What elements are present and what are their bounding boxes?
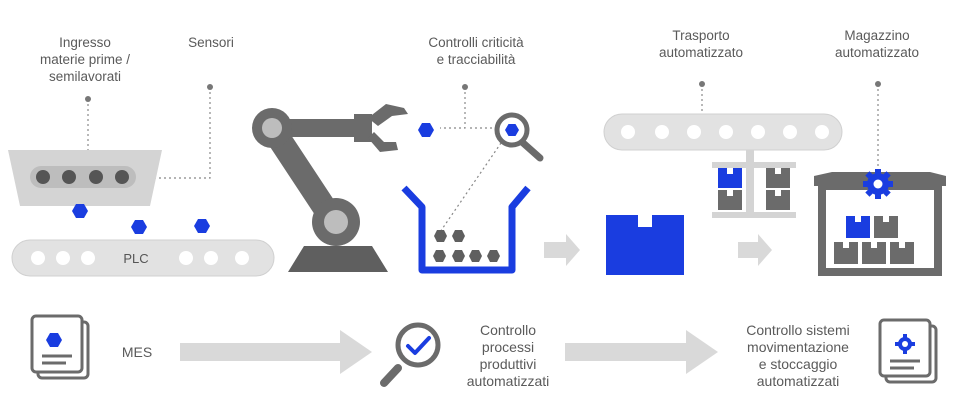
label-trasporto-l1: Trasporto — [672, 28, 730, 43]
label-controllo-sistemi: Controllo sistemi movimentazione e stocc… — [728, 322, 868, 390]
stacked-boxes — [718, 168, 790, 210]
label-magazzino: Magazzino automatizzato — [812, 27, 942, 61]
label-controlli: Controlli criticità e tracciabilità — [396, 34, 556, 68]
label-sensori: Sensori — [188, 35, 234, 50]
label-cs-l3: e stoccaggio — [758, 356, 838, 372]
label-controlli-l2: e tracciabilità — [436, 52, 516, 67]
label-cs-l4: automatizzati — [756, 373, 840, 389]
label-cp-l4: automatizzati — [466, 373, 550, 389]
flow-arrow-2 — [565, 330, 718, 374]
check-icon — [380, 322, 441, 387]
arrow-icon — [738, 234, 772, 266]
label-ingresso-l3: semilavorati — [48, 69, 122, 84]
arrow-icon — [544, 234, 580, 266]
label-controlli-l1: Controlli criticità — [428, 35, 524, 50]
label-trasporto-l2: automatizzato — [658, 45, 744, 60]
overhead-conveyor-icon — [603, 113, 843, 218]
label-mes: MES — [121, 344, 153, 360]
label-magazzino-l2: automatizzato — [834, 45, 920, 60]
parts-falling — [72, 204, 210, 234]
magnifier-icon — [494, 112, 544, 162]
label-trasporto: Trasporto automatizzato — [636, 27, 766, 61]
label-cp-l3: produttivi — [479, 356, 537, 372]
bin-icon — [401, 185, 531, 274]
document-icon — [30, 314, 90, 380]
leader-dots — [85, 81, 881, 102]
label-controllo-processi: Controllo processi produttivi automatizz… — [448, 322, 568, 390]
settings-document-icon — [878, 318, 938, 384]
part-held — [418, 123, 434, 137]
label-ingresso-l1: Ingresso — [59, 35, 111, 50]
hopper-icon — [8, 150, 162, 206]
conveyor-icon — [11, 239, 275, 277]
label-cs-l2: movimentazione — [747, 339, 849, 355]
plc-label: PLC — [123, 251, 148, 266]
label-cs-l1: Controllo sistemi — [746, 322, 850, 338]
label-magazzino-l1: Magazzino — [844, 28, 910, 43]
label-cp-l2: processi — [481, 339, 535, 355]
gear-icon — [863, 169, 893, 199]
leader-lines — [87, 84, 879, 236]
label-ingresso-l2: materie prime / — [39, 52, 131, 67]
label-ingresso: Ingresso materie prime / semilavorati — [20, 34, 150, 85]
label-cp-l1: Controllo — [479, 322, 537, 338]
robot-arm-icon — [252, 104, 408, 272]
flow-arrow-1 — [180, 330, 372, 374]
box-icon — [606, 215, 684, 275]
